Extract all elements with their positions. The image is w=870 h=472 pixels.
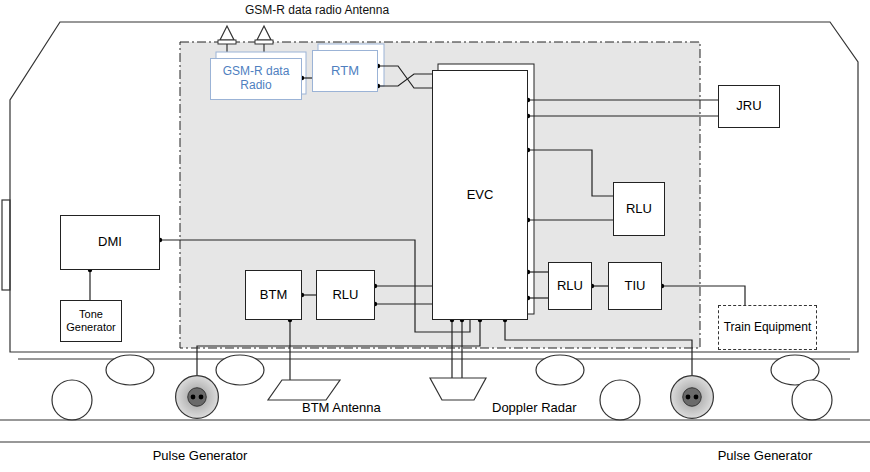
recorder-box: JRU	[718, 85, 780, 128]
signal-wire	[528, 271, 548, 272]
signal-wire	[592, 285, 608, 286]
signal-wire	[375, 303, 432, 304]
interface-box: RLU	[548, 262, 592, 310]
signal-wire	[662, 286, 745, 305]
antenna-shape: BTM Antenna	[268, 380, 340, 400]
node-label: RTM	[331, 64, 359, 79]
node-label: DMI	[98, 235, 122, 250]
radar-shape: Doppler Radar	[430, 378, 486, 400]
wheel	[600, 380, 640, 420]
computer-box: EVC	[432, 70, 528, 320]
sensor-dot	[199, 395, 204, 400]
signal-wire	[461, 320, 462, 378]
signal-wire	[528, 115, 718, 116]
node-label: Pulse Generator	[716, 449, 815, 464]
radio-module-box: RTM	[312, 50, 378, 92]
sensor-dot	[191, 395, 196, 400]
pulse-generator: Pulse Generator	[670, 375, 714, 419]
antenna-feed	[226, 44, 227, 52]
pulse-generator-outline	[175, 375, 219, 419]
node-label: JRU	[736, 99, 761, 114]
display-box: DMI	[60, 215, 160, 270]
antenna-shape-outline	[268, 380, 340, 400]
signal-wire	[528, 99, 718, 100]
node-label: Doppler Radar	[490, 401, 579, 416]
node-label: Pulse Generator	[151, 449, 250, 464]
antenna-plate	[268, 380, 340, 400]
wheel	[106, 355, 154, 385]
signal-wire	[378, 66, 432, 88]
train-interface-box: TIU	[608, 262, 662, 310]
balise-module-box: BTM	[245, 270, 302, 320]
signal-wire	[528, 150, 613, 196]
antenna-caption: GSM-R data radio Antenna	[245, 3, 389, 17]
node-label: BTM Antenna	[300, 401, 383, 416]
pulse-generator-disc	[671, 376, 714, 419]
signal-wire	[375, 285, 432, 286]
interface-box: RLU	[316, 270, 375, 320]
node-label: Train Equipment	[724, 321, 812, 335]
signal-wire	[160, 240, 470, 332]
signal-wire	[528, 297, 548, 298]
wheel	[536, 355, 584, 385]
radio-box: GSM-R data Radio	[210, 58, 302, 100]
rail	[0, 441, 870, 442]
node-label: TIU	[625, 279, 646, 294]
node-label: BTM	[260, 288, 287, 303]
signal-wire	[89, 270, 90, 300]
onboard-equipment-area	[180, 42, 700, 348]
node-label: RLU	[557, 279, 583, 294]
node-label: EVC	[467, 188, 494, 203]
sensor-dot	[694, 395, 699, 400]
antenna-symbol	[220, 26, 234, 40]
signal-wire	[378, 74, 432, 86]
external-equipment-box: Train Equipment	[718, 305, 817, 350]
wheel	[216, 355, 264, 385]
radar-shape-outline	[430, 378, 486, 400]
signal-wire	[289, 320, 290, 380]
signal-wire	[451, 320, 452, 378]
node-label: RLU	[626, 202, 652, 217]
antenna-base	[218, 40, 236, 44]
radar-housing	[430, 378, 486, 400]
pulse-generator-outline	[670, 375, 714, 419]
node-label: GSM-R data Radio	[215, 65, 297, 93]
antenna-feed	[263, 44, 264, 52]
antenna-base	[255, 40, 273, 44]
signal-wire	[505, 320, 692, 375]
signal-wire	[528, 219, 613, 220]
pulse-generator-disc	[176, 376, 219, 419]
rail	[0, 419, 870, 420]
pulse-generator: Pulse Generator	[175, 375, 219, 419]
signal-wire	[197, 320, 480, 375]
tone-box: Tone Generator	[60, 300, 122, 342]
node-label: Tone Generator	[65, 308, 117, 333]
sensor-dot	[686, 395, 691, 400]
antenna-symbol	[257, 26, 271, 40]
pulse-generator-hub	[188, 388, 206, 406]
locomotive-body	[10, 22, 858, 352]
node-label: RLU	[332, 288, 358, 303]
interface-box: RLU	[613, 182, 665, 236]
pulse-generator-hub	[683, 388, 701, 406]
front-coupler	[2, 200, 10, 290]
wheel	[52, 380, 92, 420]
wheel	[792, 380, 832, 420]
